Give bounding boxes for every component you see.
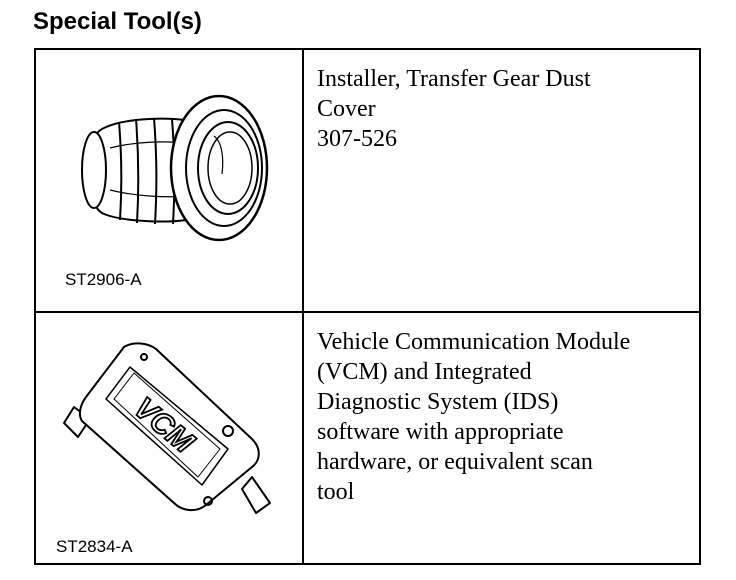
description-line: Diagnostic System (IDS) xyxy=(317,389,559,415)
description-line: Installer, Transfer Gear Dust xyxy=(317,66,591,92)
description-line: Cover xyxy=(317,96,376,122)
tool-image-cell: ST2906-A xyxy=(36,50,304,311)
description-line: hardware, or equivalent scan xyxy=(317,449,593,475)
tool-code: ST2906-A xyxy=(65,270,142,289)
description-line: (VCM) and Integrated xyxy=(317,359,532,385)
dust-cover-installer-icon xyxy=(81,94,269,242)
tool-code: ST2834-A xyxy=(56,537,133,556)
description-line: 307-526 xyxy=(317,126,397,152)
tool-image-cell: VCM ST2834-A xyxy=(36,313,304,563)
description-line: tool xyxy=(317,479,355,505)
tool-row: ST2906-A Installer, Transfer Gear Dust C… xyxy=(36,50,699,313)
vcm-module-icon: VCM xyxy=(63,342,271,514)
tool-description: Installer, Transfer Gear Dust Cover 307-… xyxy=(306,50,699,311)
special-tools-table: ST2906-A Installer, Transfer Gear Dust C… xyxy=(34,48,701,565)
tool-description: Vehicle Communication Module (VCM) and I… xyxy=(306,313,699,563)
tool-row: VCM ST2834-A Vehicle Communication Modul… xyxy=(36,313,699,563)
page-title: Special Tool(s) xyxy=(33,8,202,35)
description-line: Vehicle Communication Module xyxy=(317,329,631,355)
description-line: software with appropriate xyxy=(317,419,564,445)
